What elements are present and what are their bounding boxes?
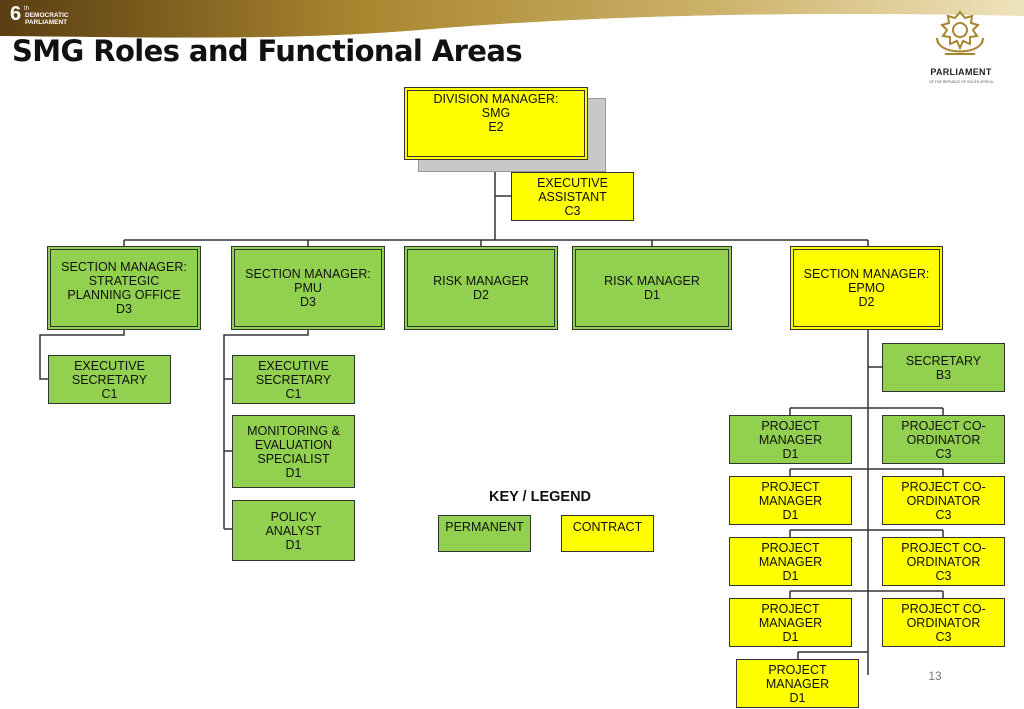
project-manager-box-3: PROJECT MANAGER D1 — [729, 537, 852, 586]
executive-secretary-pmu-box: EXECUTIVE SECRETARY C1 — [232, 355, 355, 404]
risk-manager-d1-box: RISK MANAGER D1 — [572, 246, 732, 330]
me-specialist-box: MONITORING & EVALUATION SPECIALIST D1 — [232, 415, 355, 488]
legend-title: KEY / LEGEND — [488, 489, 592, 505]
page-title: SMG Roles and Functional Areas — [12, 34, 523, 68]
section-manager-pmu-box: SECTION MANAGER: PMU D3 — [231, 246, 385, 330]
project-manager-box-1: PROJECT MANAGER D1 — [729, 415, 852, 464]
executive-assistant-box: EXECUTIVE ASSISTANT C3 — [511, 172, 634, 221]
project-coordinator-box-4: PROJECT CO- ORDINATOR C3 — [882, 598, 1005, 647]
policy-analyst-box: POLICY ANALYST D1 — [232, 500, 355, 561]
page-number: 13 — [928, 669, 942, 683]
project-coordinator-box-2: PROJECT CO- ORDINATOR C3 — [882, 476, 1005, 525]
executive-secretary-spo-box: EXECUTIVE SECRETARY C1 — [48, 355, 171, 404]
project-manager-box-5: PROJECT MANAGER D1 — [736, 659, 859, 708]
section-manager-epmo-box: SECTION MANAGER: EPMO D2 — [790, 246, 943, 330]
logo-number: 6 — [10, 3, 22, 25]
project-manager-box-4: PROJECT MANAGER D1 — [729, 598, 852, 647]
project-coordinator-box-1: PROJECT CO- ORDINATOR C3 — [882, 415, 1005, 464]
parliament-crest-icon — [936, 10, 984, 55]
project-coordinator-box-3: PROJECT CO- ORDINATOR C3 — [882, 537, 1005, 586]
header-banner — [0, 0, 1024, 42]
logo-line-1: DEMOCRATIC — [25, 12, 69, 19]
project-manager-box-2: PROJECT MANAGER D1 — [729, 476, 852, 525]
division-manager-box: DIVISION MANAGER: SMG E2 — [404, 87, 588, 160]
section-manager-spo-box: SECTION MANAGER: STRATEGIC PLANNING OFFI… — [47, 246, 201, 330]
risk-manager-d2-box: RISK MANAGER D2 — [404, 246, 558, 330]
logo-superscript: th — [24, 6, 30, 12]
crest-label: PARLIAMENT — [930, 67, 992, 77]
legend-permanent: PERMANENT — [438, 515, 531, 552]
secretary-box: SECRETARY B3 — [882, 343, 1005, 392]
logo-line-2: PARLIAMENT — [25, 19, 68, 26]
legend-contract: CONTRACT — [561, 515, 654, 552]
crest-sublabel: OF THE REPUBLIC OF SOUTH AFRICA — [929, 80, 993, 84]
